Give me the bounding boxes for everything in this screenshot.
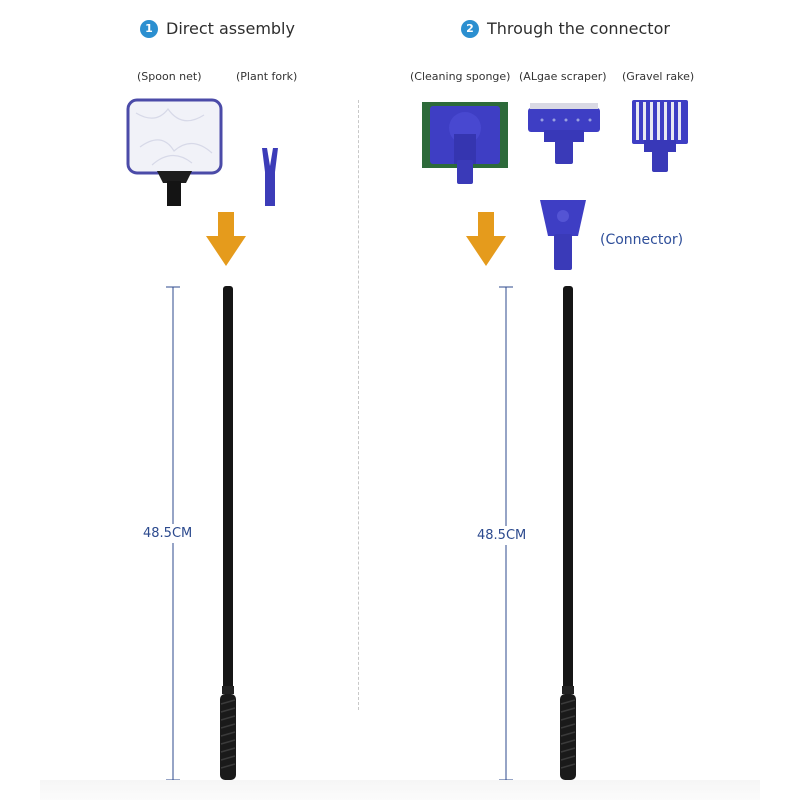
length-label-right: 48.5CM (477, 526, 527, 545)
plant-fork-caption: (Plant fork) (236, 70, 298, 83)
length-label-left: 48.5CM (143, 524, 193, 543)
step-number-icon: 1 (140, 19, 158, 38)
plant-fork-icon (262, 148, 278, 206)
gravel-rake-caption: (Gravel rake) (622, 70, 695, 83)
down-arrow-icon (206, 212, 246, 266)
connector-caption: (Connector) (600, 232, 684, 248)
step-number-icon: 2 (461, 19, 479, 38)
handle-pole-icon (560, 286, 576, 780)
step-2-header: 2 Through the connector (461, 19, 670, 38)
column-divider (358, 100, 359, 710)
connector-icon (540, 200, 586, 270)
floor-shadow (40, 780, 760, 800)
algae-scraper-icon (528, 103, 600, 164)
spoon-net-icon (126, 98, 223, 206)
step-1-header: 1 Direct assembly (140, 19, 295, 38)
step-2-title: Through the connector (487, 19, 670, 38)
gravel-rake-icon (632, 100, 688, 172)
algae-scraper-caption: (ALgae scraper) (519, 70, 607, 83)
spoon-net-caption: (Spoon net) (137, 70, 202, 83)
step-1-title: Direct assembly (166, 19, 295, 38)
cleaning-sponge-icon (422, 102, 508, 184)
cleaning-sponge-caption: (Cleaning sponge) (410, 70, 511, 83)
down-arrow-icon (466, 212, 506, 266)
handle-pole-icon (220, 286, 236, 780)
